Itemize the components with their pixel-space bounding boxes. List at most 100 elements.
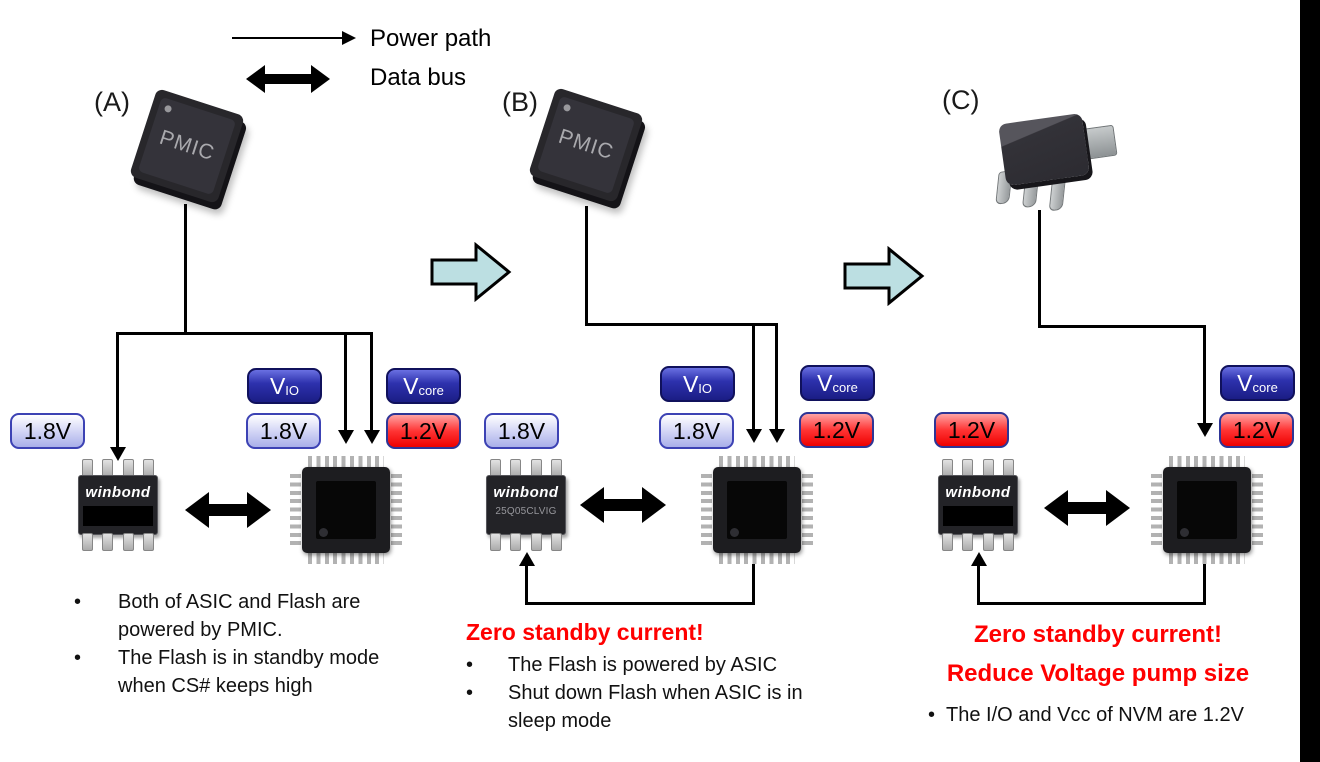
asic-pins	[308, 553, 384, 564]
flash-supply-badge-b: 1.8V	[484, 413, 559, 449]
section-c-notes: Zero standby current! Reduce Voltage pum…	[898, 615, 1298, 729]
flash-part-number: 25Q05CLVIG	[495, 506, 557, 517]
asic-to-flash-power-wire	[525, 602, 755, 605]
flash-supply-badge-a: 1.8V	[10, 413, 85, 449]
power-wire	[775, 323, 778, 431]
flash-label-band	[943, 506, 1013, 526]
asic-pins	[1151, 474, 1162, 546]
data-bus-arrow-icon	[246, 65, 330, 93]
power-wire	[116, 332, 373, 335]
pin1-marker-dot	[1180, 528, 1189, 537]
power-wire	[585, 206, 588, 326]
asic-pins	[1169, 553, 1245, 564]
ldo-body	[998, 112, 1090, 187]
pmic-chip-a: PMIC	[129, 88, 245, 204]
asic-pins	[1252, 474, 1263, 546]
section-b-label: (B)	[502, 87, 538, 117]
flash-chip-a: winbond	[78, 459, 158, 551]
asic-pins	[701, 474, 712, 546]
power-wire	[1038, 210, 1041, 328]
asic-pins	[802, 474, 813, 546]
winbond-logo: winbond	[493, 484, 559, 501]
flash-chip-c: winbond	[938, 459, 1018, 551]
asic-pins	[290, 474, 301, 546]
ldo-regulator-c	[984, 103, 1129, 222]
highlight-text: Reduce Voltage pump size	[946, 660, 1250, 687]
data-bus-arrow-b-icon	[580, 487, 666, 523]
section-a-notes: Both of ASIC and Flash are powered by PM…	[58, 588, 390, 700]
note-bullet: Both of ASIC and Flash are powered by PM…	[58, 588, 390, 644]
ldo-lead	[1048, 176, 1066, 212]
power-wire	[370, 332, 373, 432]
power-wire	[585, 323, 778, 326]
section-c-label: (C)	[942, 85, 980, 115]
section-b-notes: Zero standby current! The Flash is power…	[466, 617, 828, 735]
asic-to-flash-power-wire	[752, 564, 755, 605]
winbond-logo: winbond	[85, 484, 151, 501]
flash-supply-badge-c: 1.2V	[934, 412, 1009, 448]
asic-body	[1163, 467, 1251, 553]
power-path-arrow-line	[232, 37, 344, 39]
power-wire	[752, 323, 755, 431]
note-bullet: The I/O and Vcc of NVM are 1.2V	[898, 701, 1298, 729]
asic-to-flash-power-wire	[977, 566, 980, 604]
power-wire	[116, 332, 119, 448]
power-arrowhead-to-asic-icon	[338, 430, 354, 444]
power-arrowhead-to-asic-icon	[746, 429, 762, 443]
flash-pins	[942, 533, 1014, 551]
power-arrowhead-to-asic-icon	[364, 430, 380, 444]
power-arrowhead-to-asic-icon	[1197, 423, 1213, 437]
data-bus-arrow-c-icon	[1044, 490, 1130, 526]
asic-chip-a	[290, 456, 402, 564]
note-bullet: Shut down Flash when ASIC is in sleep mo…	[466, 679, 828, 735]
power-arrowhead-to-flash-icon	[519, 552, 535, 566]
transition-arrow-b-to-c-icon	[843, 246, 925, 306]
power-path-arrowhead-icon	[342, 31, 356, 45]
vcore-value-badge-b: 1.2V	[799, 412, 874, 448]
asic-pins	[719, 456, 795, 467]
highlight-text: Zero standby current!	[466, 619, 704, 645]
vio-value-badge-b: 1.8V	[659, 413, 734, 449]
power-arrowhead-to-flash-icon	[971, 552, 987, 566]
asic-to-flash-power-wire	[977, 602, 1206, 605]
flash-label-band	[83, 506, 153, 526]
power-wire	[1203, 325, 1206, 425]
winbond-logo: winbond	[945, 484, 1011, 501]
right-black-strip	[1300, 0, 1320, 762]
asic-pins	[719, 553, 795, 564]
pin1-marker-dot	[319, 528, 328, 537]
asic-to-flash-power-wire	[525, 566, 528, 604]
section-a-label: (A)	[94, 87, 130, 117]
flash-pins	[942, 459, 1014, 477]
pmic-chip-b: PMIC	[528, 87, 644, 203]
asic-chip-b	[701, 456, 813, 564]
note-bullet: The Flash is powered by ASIC	[466, 651, 828, 679]
data-bus-arrow-a-icon	[185, 492, 271, 528]
legend-data-bus-label: Data bus	[370, 64, 467, 91]
power-wire	[1038, 325, 1206, 328]
asic-pins	[308, 456, 384, 467]
flash-pins	[490, 533, 562, 551]
vio-value-badge-a: 1.8V	[246, 413, 321, 449]
vcore-value-badge-c: 1.2V	[1219, 412, 1294, 448]
flash-chip-b: winbond 25Q05CLVIG	[486, 459, 566, 551]
asic-body	[302, 467, 390, 553]
flash-body: winbond 25Q05CLVIG	[486, 475, 566, 535]
vcore-value-badge-a: 1.2V	[386, 413, 461, 449]
asic-pins	[391, 474, 402, 546]
transition-arrow-a-to-b-icon	[430, 242, 512, 302]
legend-power-path-label: Power path	[370, 25, 492, 52]
highlight-text: Zero standby current!	[973, 621, 1223, 648]
power-arrowhead-to-asic-icon	[769, 429, 785, 443]
asic-body	[713, 467, 801, 553]
power-wire	[344, 332, 347, 432]
asic-pins	[1169, 456, 1245, 467]
note-bullet: The Flash is in standby mode when CS# ke…	[58, 644, 390, 700]
flash-pins	[82, 533, 154, 551]
